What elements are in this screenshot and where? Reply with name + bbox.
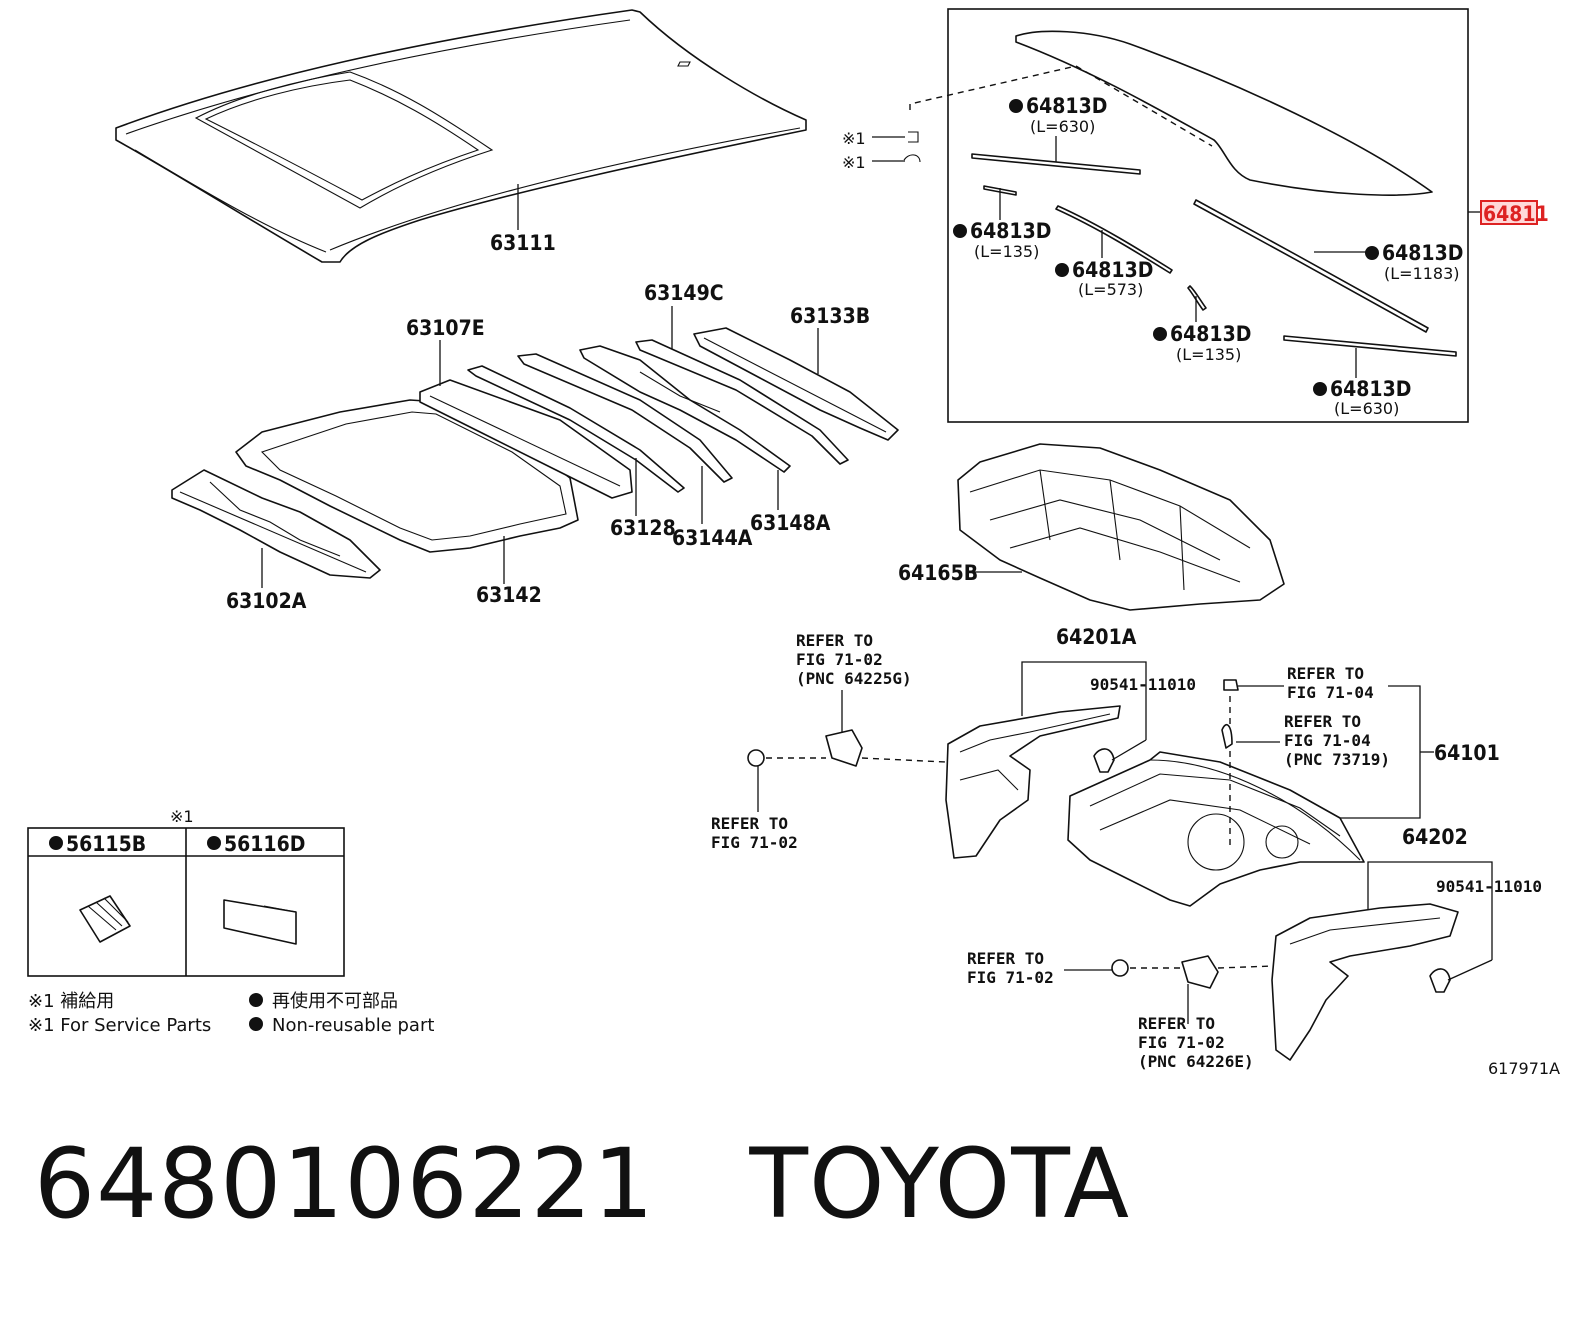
- label-64101: 64101: [1434, 741, 1500, 765]
- molding-callout-6: 64813D (L=630): [1313, 377, 1411, 418]
- molding-callout-1: 64813D (L=630): [1009, 94, 1107, 136]
- back-window-box: [947, 8, 1469, 423]
- svg-text:REFER TO: REFER TO: [1284, 712, 1361, 731]
- svg-text:FIG 71-02: FIG 71-02: [796, 650, 883, 669]
- svg-text:(L=630): (L=630): [1334, 399, 1399, 418]
- front-header-panel[interactable]: [171, 469, 381, 579]
- clip-upper[interactable]: [1093, 748, 1115, 773]
- refer-block-6: REFER TO FIG 71-02 (PNC 64226E): [1138, 1014, 1254, 1071]
- svg-text:REFER TO: REFER TO: [967, 949, 1044, 968]
- svg-text:64813D: 64813D: [1170, 322, 1251, 346]
- svg-text:(L=630): (L=630): [1030, 117, 1095, 136]
- label-63128: 63128: [610, 516, 676, 540]
- back-window-glass[interactable]: [1015, 30, 1433, 196]
- svg-text:(PNC 64225G): (PNC 64225G): [796, 669, 912, 688]
- label-64811[interactable]: 64811: [1483, 202, 1549, 226]
- roof-panel[interactable]: [115, 9, 807, 263]
- svg-text:FIG 71-04: FIG 71-04: [1287, 683, 1374, 702]
- svg-text:REFER TO: REFER TO: [711, 814, 788, 833]
- label-63149c: 63149C: [644, 281, 724, 305]
- svg-text:REFER TO: REFER TO: [796, 631, 873, 650]
- legend-service-en: ※1 For Service Parts: [28, 1015, 211, 1036]
- roof-bow-4[interactable]: [579, 345, 791, 473]
- package-tray-panel[interactable]: [1067, 751, 1365, 907]
- nut-left[interactable]: [747, 749, 765, 767]
- service-col2-header: 56116D: [207, 832, 305, 856]
- label-63148a: 63148A: [750, 511, 831, 535]
- roof-bow-2[interactable]: [467, 365, 685, 493]
- label-63144a: 63144A: [672, 526, 753, 550]
- svg-text:FIG 71-02: FIG 71-02: [1138, 1033, 1225, 1052]
- svg-text:FIG 71-02: FIG 71-02: [967, 968, 1054, 987]
- footer-caption: 6480106221 TOYOTA: [34, 1128, 1130, 1240]
- bracket-right[interactable]: [1181, 955, 1219, 989]
- rear-panel-upper-rh[interactable]: [1271, 903, 1459, 1061]
- refer-block-4: REFER TO FIG 71-04 (PNC 73719): [1284, 712, 1390, 769]
- label-63107e: 63107E: [406, 316, 485, 340]
- diagram-id: 617971A: [1488, 1059, 1560, 1078]
- refer-block-5: REFER TO FIG 71-02: [967, 949, 1054, 987]
- svg-text:(L=1183): (L=1183): [1384, 264, 1460, 283]
- molding-callout-3: 64813D (L=573): [1055, 258, 1153, 299]
- label-ref-1: ※1: [842, 129, 866, 148]
- footer-brand: TOYOTA: [749, 1128, 1131, 1240]
- svg-text:(L=573): (L=573): [1078, 280, 1143, 299]
- rear-header-panel[interactable]: [693, 327, 899, 441]
- service-col1-header: 56115B: [49, 832, 146, 856]
- svg-text:64813D: 64813D: [970, 219, 1051, 243]
- svg-text:64813D: 64813D: [1330, 377, 1411, 401]
- legend-dot-2: [249, 1017, 263, 1031]
- label-ref-2: ※1: [842, 153, 866, 172]
- bracket-left[interactable]: [825, 729, 863, 767]
- refer-block-1: REFER TO FIG 71-02 (PNC 64225G): [796, 631, 912, 688]
- svg-text:(PNC 73719): (PNC 73719): [1284, 750, 1390, 769]
- svg-text:64813D: 64813D: [1382, 241, 1463, 265]
- svg-text:FIG 71-04: FIG 71-04: [1284, 731, 1371, 750]
- label-64202: 64202: [1402, 825, 1468, 849]
- service-part-56115b[interactable]: [79, 895, 131, 943]
- label-bolt-1: 90541-11010: [1090, 675, 1196, 694]
- label-63142: 63142: [476, 583, 542, 607]
- service-part-56116d[interactable]: [223, 899, 297, 945]
- label-64201a: 64201A: [1056, 625, 1137, 649]
- label-63111: 63111: [490, 231, 556, 255]
- molding-callout-4: 64813D (L=1183): [1365, 241, 1463, 283]
- legend-nonreuse-en: Non-reusable part: [272, 1015, 434, 1036]
- molding-callout-2: 64813D (L=135): [953, 219, 1051, 261]
- molding-callout-5: 64813D (L=135): [1153, 322, 1251, 364]
- refer-block-2: REFER TO FIG 71-02: [711, 814, 798, 852]
- svg-text:(L=135): (L=135): [974, 242, 1039, 261]
- roof-bow-front[interactable]: [419, 379, 633, 499]
- svg-text:FIG 71-02: FIG 71-02: [711, 833, 798, 852]
- bolt-tray[interactable]: [1221, 679, 1239, 749]
- label-63102a: 63102A: [226, 589, 307, 613]
- svg-text:64813D: 64813D: [1026, 94, 1107, 118]
- service-clip[interactable]: [903, 131, 921, 163]
- highlight-64811: [1480, 200, 1538, 225]
- legend-dot-1: [249, 993, 263, 1007]
- label-64165b: 64165B: [898, 561, 978, 585]
- svg-text:64813D: 64813D: [1072, 258, 1153, 282]
- roof-bow-3[interactable]: [517, 353, 733, 483]
- legend-service-jp: ※1 補給用: [28, 991, 114, 1012]
- nut-right[interactable]: [1111, 959, 1129, 977]
- service-box-header: ※1: [170, 807, 194, 826]
- rear-silencer-pad[interactable]: [957, 443, 1285, 611]
- svg-text:56116D: 56116D: [224, 832, 305, 856]
- svg-text:REFER TO: REFER TO: [1138, 1014, 1215, 1033]
- legend-nonreuse-jp: 再使用不可部品: [272, 991, 398, 1012]
- label-63133b: 63133B: [790, 304, 870, 328]
- svg-text:REFER TO: REFER TO: [1287, 664, 1364, 683]
- svg-text:(L=135): (L=135): [1176, 345, 1241, 364]
- rear-panel-upper-lh[interactable]: [945, 705, 1121, 859]
- clip-lower[interactable]: [1429, 968, 1451, 993]
- footer-part-number: 6480106221: [34, 1128, 655, 1240]
- roof-bow-5[interactable]: [635, 339, 849, 465]
- refer-block-3: REFER TO FIG 71-04: [1287, 664, 1374, 702]
- svg-text:(PNC 64226E): (PNC 64226E): [1138, 1052, 1254, 1071]
- svg-text:56115B: 56115B: [66, 832, 146, 856]
- label-bolt-2: 90541-11010: [1436, 877, 1542, 896]
